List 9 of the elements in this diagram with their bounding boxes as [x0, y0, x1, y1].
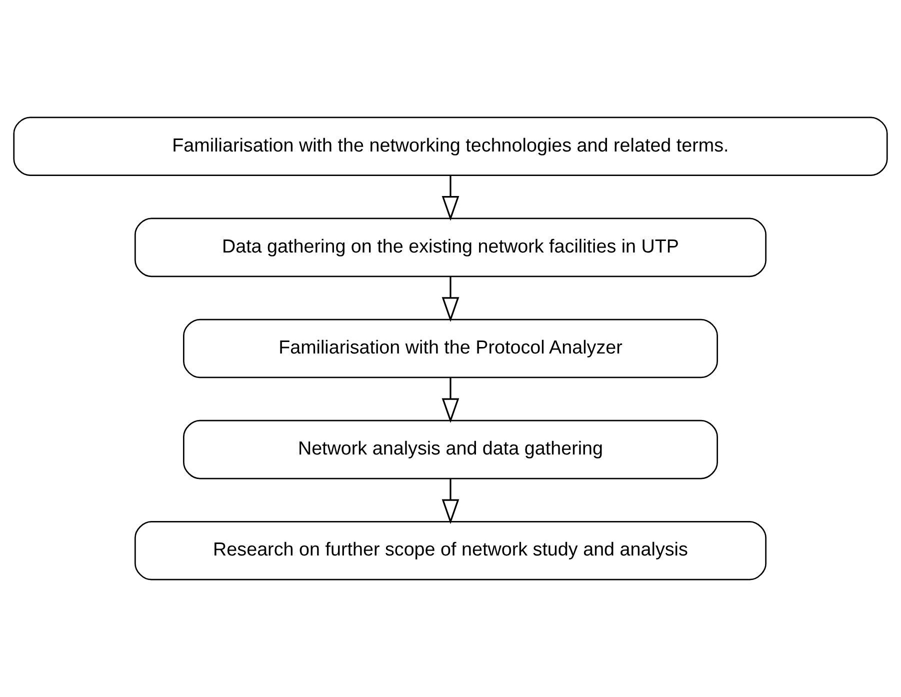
node-box: Familiarisation with the networking technologies and related terms.	[13, 116, 888, 176]
node-box: Network analysis and data gathering	[183, 420, 718, 480]
arrow	[442, 276, 460, 322]
arrow	[442, 176, 460, 221]
node-box: Data gathering on the existing network facilities in UTP	[134, 218, 766, 278]
arrow	[442, 478, 460, 524]
arrow	[442, 378, 460, 424]
node-box: Research on further scope of network study and analysis	[134, 521, 766, 580]
node-box: Familiarisation with the Protocol Analyzer	[183, 318, 718, 378]
